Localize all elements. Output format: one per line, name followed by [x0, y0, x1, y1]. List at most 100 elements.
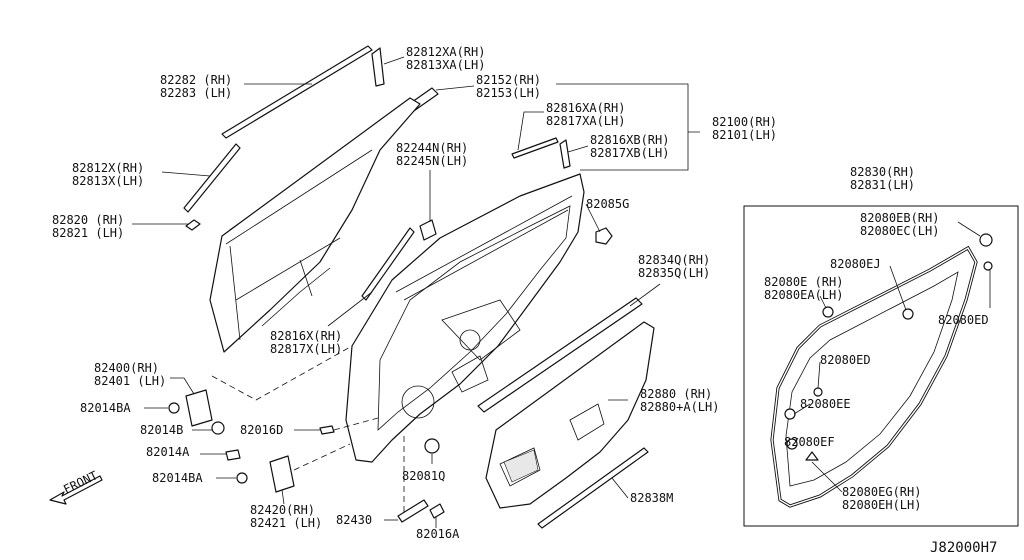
part-82014b-bolt	[211, 421, 225, 435]
label-82282: 82282 (RH)82283 (LH)	[160, 73, 232, 100]
frame-inner-opening	[377, 205, 571, 431]
label-line: 82813XA(LH)	[406, 58, 485, 72]
label-82816xb: 82816XB(RH)82817XB(LH)	[590, 133, 669, 160]
label-82014ba-2: 82014BA	[152, 471, 203, 485]
door-panel-edge	[229, 245, 313, 341]
leader-82816xb	[567, 145, 589, 153]
labels-layer: 82812XA(RH)82813XA(LH) 82282 (RH)82283 (L…	[52, 45, 989, 541]
label-82400: 82400(RH)82401 (LH)	[94, 361, 166, 388]
part-82080ee-clip	[784, 408, 796, 420]
part-82080eb-clip	[979, 233, 993, 247]
label-line: 82838M	[630, 491, 673, 505]
label-line: 82834Q(RH)	[638, 253, 710, 267]
front-arrow-icon	[49, 475, 103, 505]
label-line: 82014BA	[152, 471, 203, 485]
label-82016d: 82016D	[240, 423, 283, 437]
part-82812xa	[371, 47, 385, 87]
label-line: 82817X(LH)	[270, 342, 342, 356]
leader-82812x	[161, 171, 211, 177]
label-82080ee: 82080EE	[800, 397, 851, 411]
part-82016d-bolt	[319, 425, 335, 435]
label-line: 82835Q(LH)	[638, 266, 710, 280]
front-label: FRONT	[61, 468, 100, 496]
label-line: 82080ED	[938, 313, 989, 327]
label-82838m: 82838M	[630, 491, 673, 505]
weatherstrip-inner	[785, 271, 959, 487]
label-82880: 82880 (RH)82880+A(LH)	[640, 387, 719, 414]
label-line: 82080EE	[800, 397, 851, 411]
frame-window-rail	[395, 195, 573, 301]
label-line: 82100(RH)	[712, 115, 777, 129]
label-82100: 82100(RH)82101(LH)	[712, 115, 777, 142]
ref-line-hinge-lower	[293, 443, 351, 471]
label-82080e: 82080E (RH)82080EA(LH)	[764, 275, 843, 302]
label-line: 82016A	[416, 527, 460, 541]
label-line: 82153(LH)	[476, 86, 541, 100]
leader-82080ef	[793, 437, 799, 445]
label-line: 82820 (RH)	[52, 213, 124, 227]
part-82834q	[477, 297, 643, 413]
label-82085g: 82085G	[586, 197, 629, 211]
label-line: 82080ED	[820, 353, 871, 367]
label-line: 82420(RH)	[250, 503, 315, 517]
part-82085g	[595, 227, 613, 245]
part-82080e-clip	[822, 306, 834, 318]
part-checker-82430	[397, 499, 429, 523]
door-panel-crease	[225, 149, 373, 327]
label-line: 82282 (RH)	[160, 73, 232, 87]
label-82014b: 82014B	[140, 423, 183, 437]
label-line: 82830(RH)	[850, 165, 915, 179]
label-line: 82152(RH)	[476, 73, 541, 87]
leader-82080e	[819, 295, 827, 309]
label-82812x: 82812X(RH)82813X(LH)	[72, 161, 144, 188]
label-line: 82080EB(RH)	[860, 211, 939, 225]
part-82816xa	[511, 137, 559, 159]
label-82244n: 82244N(RH)82245N(LH)	[396, 141, 468, 168]
leader-82100	[556, 83, 700, 171]
part-82812x	[183, 143, 241, 213]
label-82080ej: 82080EJ	[830, 257, 881, 271]
label-line: 82401 (LH)	[94, 374, 166, 388]
label-line: 82813X(LH)	[72, 174, 144, 188]
label-82820: 82820 (RH)82821 (LH)	[52, 213, 124, 240]
part-82014a-bolt	[225, 449, 241, 461]
label-line: 82812XA(RH)	[406, 45, 485, 59]
leader-82085g	[585, 203, 601, 233]
part-82080ed-clip-1	[983, 261, 993, 271]
part-82080ef-clip	[786, 438, 798, 450]
label-82080ef: 82080EF	[784, 435, 835, 449]
label-line: 82400(RH)	[94, 361, 159, 375]
label-line: 82080EF	[784, 435, 835, 449]
label-line: 82816XB(RH)	[590, 133, 669, 147]
label-line: 82080E (RH)	[764, 275, 843, 289]
part-82016a	[429, 503, 445, 519]
part-hinge-82420	[269, 455, 295, 493]
label-82816x: 82816X(RH)82817X(LH)	[270, 329, 342, 356]
leader-82080eb	[957, 221, 981, 237]
label-line: 82080EA(LH)	[764, 288, 843, 302]
trim-detail	[499, 403, 605, 487]
leader-82420	[281, 489, 285, 505]
label-line: 82080EH(LH)	[842, 498, 921, 512]
label-82816xa: 82816XA(RH)82817XA(LH)	[546, 101, 625, 128]
part-82081q-plug	[424, 438, 440, 454]
part-door-outer-panel	[209, 97, 421, 353]
part-82080ej-clip	[902, 308, 914, 320]
label-line: 82816X(RH)	[270, 329, 342, 343]
label-line: 82245N(LH)	[396, 154, 468, 168]
trim-shade	[503, 449, 539, 483]
label-line: 82014BA	[80, 401, 131, 415]
label-line: 82016D	[240, 423, 283, 437]
label-82080ed-2: 82080ED	[820, 353, 871, 367]
label-line: 82831(LH)	[850, 178, 915, 192]
leader-82816xa	[517, 111, 544, 151]
leader-82834q	[629, 283, 661, 307]
label-line: 82430	[336, 513, 372, 527]
leader-82152	[435, 85, 475, 91]
part-82014ba-bolt-1	[168, 402, 180, 414]
leader-82080eg	[811, 461, 843, 493]
part-82014ba-bolt-2	[236, 472, 248, 484]
part-82282	[221, 45, 373, 139]
label-82080eb: 82080EB(RH)82080EC(LH)	[860, 211, 939, 238]
